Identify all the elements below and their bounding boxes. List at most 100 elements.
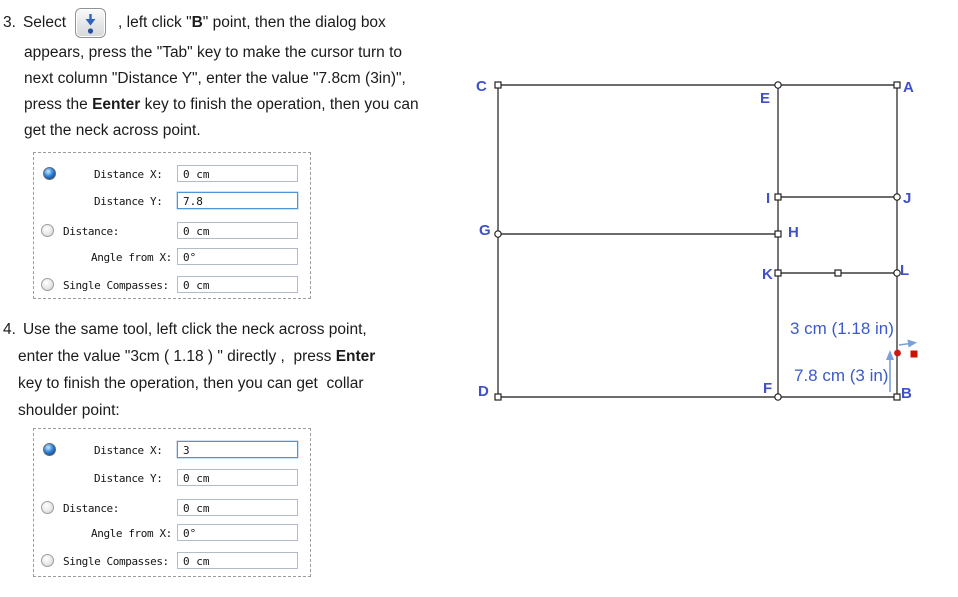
- dialog-row-angle: Angle from X: 0°: [34, 524, 310, 543]
- single-compasses-label: Single Compasses:: [63, 279, 169, 292]
- step-number: 3.: [3, 14, 16, 31]
- distance-dialog-1: Distance X: 0 cm Distance Y: 7.8 Distanc…: [33, 152, 311, 299]
- point-label-C: C: [476, 78, 487, 95]
- radio-distance[interactable]: [41, 501, 54, 514]
- red-square-marker: [910, 350, 918, 358]
- step-text: " point, then the dialog box: [202, 14, 386, 31]
- angle-from-x-label: Angle from X:: [91, 527, 172, 540]
- dialog-row-distance: Distance: 0 cm: [34, 499, 310, 518]
- red-point-marker: [894, 349, 901, 357]
- point-G-marker: [494, 230, 502, 238]
- distance-label: Distance:: [63, 502, 120, 515]
- right-arrow-head: [907, 339, 917, 348]
- step-text: enter the value "3cm ( 1.18 ) " directly…: [18, 348, 336, 365]
- point-A-marker: [893, 81, 901, 89]
- step-4-line-1: 4. Use the same tool, left click the neck…: [3, 316, 471, 343]
- point-label-G: G: [479, 222, 491, 239]
- step-4-paragraph: 4. Use the same tool, left click the neck…: [3, 316, 471, 424]
- step-4-line-3: key to finish the operation, then you ca…: [18, 375, 364, 392]
- radio-distance[interactable]: [41, 224, 54, 237]
- step-number: 4.: [3, 321, 16, 338]
- single-compasses-input[interactable]: 0 cm: [177, 552, 298, 569]
- step-3-paragraph: 3. Select , left click "B" point, then t…: [3, 6, 471, 144]
- dialog-row-distance-x: Distance X: 3: [34, 441, 310, 460]
- distance-input[interactable]: 0 cm: [177, 222, 298, 239]
- point-label-J: J: [903, 190, 911, 207]
- distance-dialog-2: Distance X: 3 Distance Y: 0 cm Distance:…: [33, 428, 311, 577]
- point-L-marker: [893, 269, 901, 277]
- point-K-marker: [774, 269, 782, 277]
- point-label-L: L: [900, 262, 909, 279]
- step-3-line-1: 3. Select , left click "B" point, then t…: [3, 6, 471, 40]
- step-3-line-4: press the Eenter key to finish the opera…: [3, 92, 471, 118]
- point-label-E: E: [760, 90, 770, 107]
- dialog-row-distance-y: Distance Y: 7.8: [34, 192, 310, 211]
- distance-x-input[interactable]: 3: [177, 441, 298, 458]
- square-point-markers: [494, 81, 901, 401]
- point-D-marker: [494, 393, 502, 401]
- dialog-row-angle: Angle from X: 0°: [34, 248, 310, 267]
- point-label-I: I: [766, 190, 770, 207]
- measurement-horizontal: 3 cm (1.18 in): [790, 319, 894, 338]
- point-label-D: D: [478, 383, 489, 400]
- point-J-marker: [893, 193, 901, 201]
- point-B-marker: [893, 393, 901, 401]
- midpoint-KL-marker: [834, 269, 842, 277]
- distance-y-input[interactable]: 0 cm: [177, 469, 298, 486]
- point-label-K: K: [762, 266, 773, 283]
- dialog-row-distance: Distance: 0 cm: [34, 222, 310, 241]
- dialog-row-single-compasses: Single Compasses: 0 cm: [34, 276, 310, 295]
- step-text: Select: [22, 14, 67, 31]
- step-text-bold: Enter: [335, 348, 376, 365]
- single-compasses-label: Single Compasses:: [63, 555, 169, 568]
- step-text: key to finish the operation, then you ca…: [140, 96, 419, 113]
- point-E-marker: [774, 81, 782, 89]
- point-label-A: A: [903, 79, 914, 96]
- point-labels: C A E I J G H K L D F B: [476, 78, 914, 402]
- radio-distance-xy[interactable]: [43, 167, 56, 180]
- angle-from-x-input[interactable]: 0°: [177, 524, 298, 541]
- direction-arrows: [886, 339, 917, 392]
- point-label-H: H: [788, 224, 799, 241]
- diagram-lines: [497, 84, 898, 398]
- single-compasses-input[interactable]: 0 cm: [177, 276, 298, 293]
- point-C-marker: [494, 81, 502, 89]
- step-3-line-3: next column "Distance Y", enter the valu…: [24, 70, 406, 87]
- measurement-vertical: 7.8 cm (3 in): [794, 366, 888, 385]
- angle-from-x-label: Angle from X:: [91, 251, 172, 264]
- dialog-row-single-compasses: Single Compasses: 0 cm: [34, 552, 310, 571]
- step-3-line-2: appears, press the "Tab" key to make the…: [24, 44, 403, 61]
- distance-y-label: Distance Y:: [94, 472, 163, 485]
- circle-point-markers: [494, 81, 901, 401]
- point-H-marker: [774, 230, 782, 238]
- angle-from-x-input[interactable]: 0°: [177, 248, 298, 265]
- point-label-B: B: [901, 385, 912, 402]
- pattern-diagram: C A E I J G H K L D F B 3 cm (1.18 in) 7…: [476, 78, 918, 402]
- up-arrow-head: [886, 350, 894, 360]
- point-tool-button[interactable]: [75, 8, 107, 38]
- point-F-marker: [774, 393, 782, 401]
- step-text: , left click ": [118, 14, 192, 31]
- distance-label: Distance:: [63, 225, 120, 238]
- step-text: Use the same tool, left click the neck a…: [22, 321, 367, 338]
- distance-y-input[interactable]: 7.8: [177, 192, 298, 209]
- dialog-row-distance-y: Distance Y: 0 cm: [34, 469, 310, 488]
- down-arrow-to-point-icon: [85, 14, 96, 34]
- step-text: press the: [24, 96, 93, 113]
- step-3-line-5: get the neck across point.: [24, 122, 201, 139]
- distance-x-label: Distance X:: [94, 168, 163, 181]
- radio-distance-xy[interactable]: [43, 443, 56, 456]
- radio-single-compasses[interactable]: [41, 278, 54, 291]
- radio-single-compasses[interactable]: [41, 554, 54, 567]
- point-I-marker: [774, 193, 782, 201]
- distance-input[interactable]: 0 cm: [177, 499, 298, 516]
- distance-y-label: Distance Y:: [94, 195, 163, 208]
- dialog-row-distance-x: Distance X: 0 cm: [34, 165, 310, 184]
- distance-x-input[interactable]: 0 cm: [177, 165, 298, 182]
- step-4-line-2: enter the value "3cm ( 1.18 ) " directly…: [3, 343, 471, 370]
- step-text-bold: B: [191, 14, 203, 31]
- distance-x-label: Distance X:: [94, 444, 163, 457]
- step-4-line-4: shoulder point:: [18, 402, 120, 419]
- point-label-F: F: [763, 380, 772, 397]
